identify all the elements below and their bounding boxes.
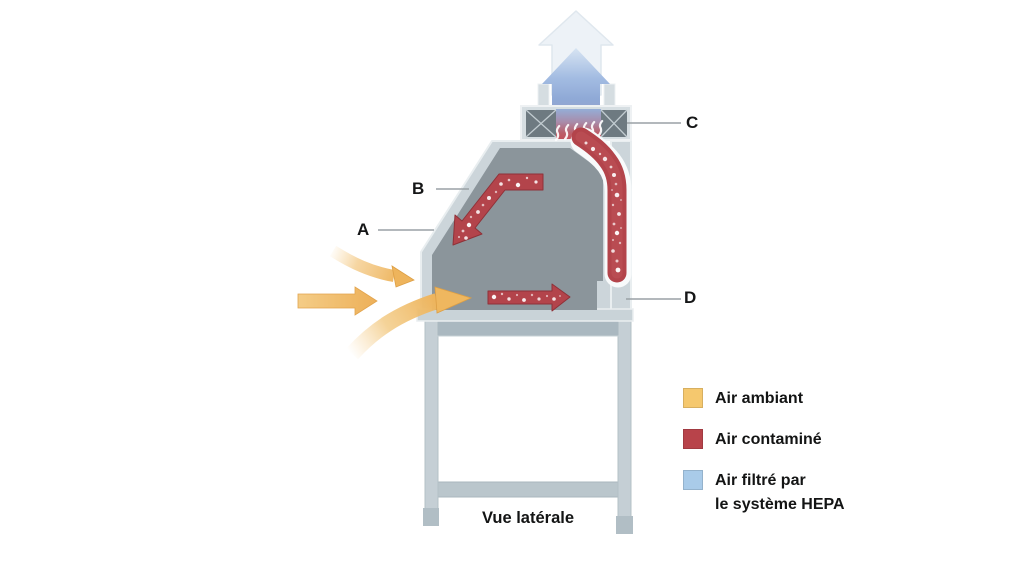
stand-foot-left [423, 508, 439, 526]
ambient-air-arrow-top [329, 245, 415, 288]
legend-label: Air filtré par le système HEPA [715, 472, 845, 513]
air-particles [584, 141, 622, 273]
stand-crossbar [432, 481, 624, 498]
ambient-air-swatch [683, 388, 703, 408]
contaminated-air-worksurface-arrow-icon [487, 283, 571, 312]
cabinet-stand [416, 308, 634, 534]
stand-foot-right [616, 516, 633, 534]
callout-label-b: B [412, 179, 425, 198]
air-particles [457, 176, 538, 240]
ambient-air-intake-arrows [297, 245, 473, 360]
ambient-air-arrow-bottom [346, 286, 473, 360]
work-surface [416, 308, 634, 322]
stand-leg-left [424, 320, 439, 514]
work-surface-apron [436, 320, 620, 337]
contaminated-air-duct-flow [570, 127, 632, 288]
legend-label: Air contaminé [715, 431, 822, 448]
air-particles [491, 292, 561, 302]
hepa-filtered-air-swatch [683, 470, 703, 490]
callout-label-a: A [357, 220, 370, 239]
stand-leg-right [617, 320, 632, 523]
legend-item-ambient-air: Air ambiant [683, 388, 845, 411]
legend: Air ambiant Air contaminé Air filtré par… [683, 388, 845, 517]
contaminated-air-swatch [683, 429, 703, 449]
contaminated-air-recirculation-arrow-icon [452, 173, 544, 246]
callout-label-c: C [686, 113, 699, 132]
cabinet-interior-panel [432, 148, 603, 310]
legend-label: Air ambiant [715, 390, 804, 407]
ambient-air-arrow-middle [297, 286, 378, 316]
diagram-caption: Vue latérale [481, 509, 575, 527]
legend-item-hepa-filtered-air: Air filtré par le système HEPA [683, 470, 845, 517]
filter-block-left [525, 109, 557, 138]
filter-block-right [600, 109, 628, 138]
callout-label-d: D [684, 288, 697, 307]
callout-leader-lines [378, 122, 681, 300]
legend-item-contaminated-air: Air contaminé [683, 429, 845, 452]
